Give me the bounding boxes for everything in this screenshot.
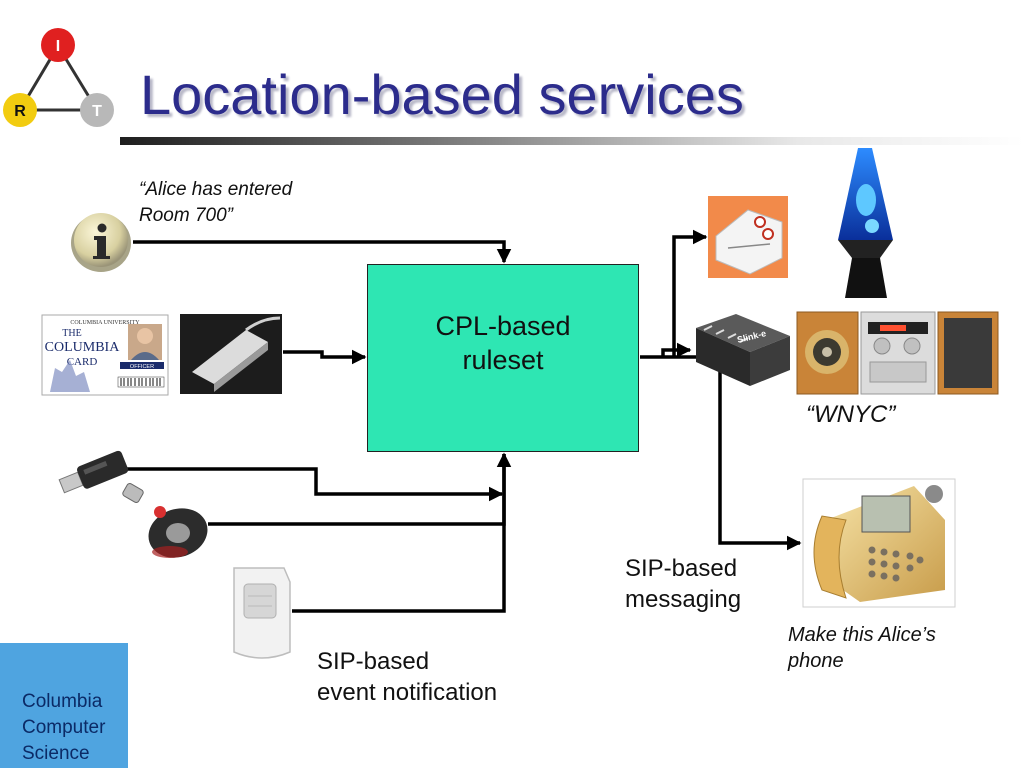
- id-card-role: OFFICER: [130, 364, 154, 370]
- arrow-rfid-to-ruleset: [208, 452, 512, 526]
- sip-event-notification-label: SIP-based event notification: [317, 648, 498, 706]
- lava-lamp-icon: [838, 148, 893, 298]
- irt-node-r: [3, 93, 37, 127]
- alice-entered-note: “Alice has entered Room 700”: [139, 179, 293, 226]
- sip-messaging-label: SIP-based messaging: [625, 555, 742, 613]
- slide-title: Location-based services: [140, 63, 744, 126]
- ip-phone-icon: [802, 478, 956, 608]
- arrow-ruleset-to-phone: [640, 355, 802, 551]
- irt-node-i: [41, 28, 75, 62]
- line-motion-to-ruleset: [292, 454, 506, 613]
- x10-controller-icon: [708, 196, 788, 278]
- arrow-card-to-ruleset: [283, 349, 367, 365]
- irt-logo: I R T: [3, 28, 114, 127]
- id-card-the: THE: [62, 328, 81, 339]
- arrow-ruleset-to-slink: [661, 342, 692, 358]
- motion-sensor-icon: [233, 567, 291, 659]
- irt-label-t: T: [92, 103, 102, 120]
- id-card-header: COLUMBIA UNIVERSITY: [70, 320, 140, 326]
- columbia-cs-logo: Columbia Computer Science: [0, 643, 128, 768]
- irt-label-i: I: [56, 38, 60, 55]
- id-card-card: CARD: [67, 356, 98, 368]
- cpl-ruleset-box: CPL-based ruleset: [367, 264, 639, 452]
- info-icon: [71, 213, 131, 272]
- irt-label-r: R: [14, 103, 26, 120]
- ruleset-label: CPL-based ruleset: [435, 311, 571, 375]
- connectors: [126, 229, 802, 613]
- columbia-cs-logo-text: Columbia Computer Science: [22, 691, 106, 764]
- make-phone-note: Make this Alice’s phone: [788, 624, 936, 672]
- usb-key-icon: [58, 450, 129, 494]
- irt-node-t: [80, 93, 114, 127]
- id-card-columbia: COLUMBIA: [45, 340, 121, 355]
- rfid-tag-icon: [122, 483, 208, 558]
- title-underline: [120, 137, 1024, 145]
- stereo-icon: [796, 311, 999, 395]
- arrow-usb-to-ruleset: [126, 467, 504, 502]
- slink-e-icon: Slink-e: [696, 314, 790, 386]
- arrow-info-to-ruleset: [133, 240, 512, 264]
- id-card: COLUMBIA UNIVERSITY THE COLUMBIA CARD OF…: [41, 314, 169, 396]
- arrow-ruleset-to-x10: [672, 229, 708, 357]
- card-reader-icon: [180, 314, 282, 394]
- wnyc-note: “WNYC”: [806, 401, 896, 428]
